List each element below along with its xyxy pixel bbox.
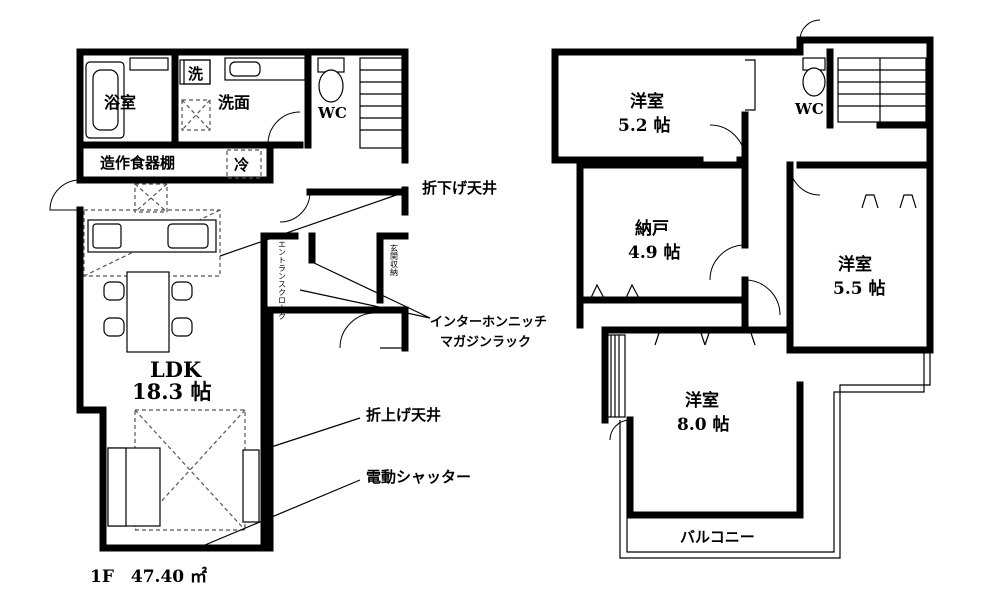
room-western1-name: 洋室 xyxy=(630,91,664,112)
room-bath-label: 浴室 xyxy=(104,93,136,112)
room-ldk-name: LDK xyxy=(150,357,202,382)
room-balcony-label: バルコニー xyxy=(680,528,755,546)
room-storage-name: 納戸 xyxy=(635,218,669,239)
callout-magazine-rack: マガジンラック xyxy=(440,335,531,350)
callout-folding-ceiling-up: 折上げ天井 xyxy=(366,406,441,424)
callout-intercom-niche: インターホンニッチ xyxy=(430,315,547,330)
floor-2-plan xyxy=(551,19,934,559)
room-western3-size: 8.0 帖 xyxy=(677,414,730,435)
room-washroom-label: 洗面 xyxy=(218,93,250,112)
room-western3-name: 洋室 xyxy=(685,390,719,411)
room-western2-size: 5.5 帖 xyxy=(833,278,886,299)
floor1-area-label: 1F 47.40 ㎡ xyxy=(90,566,207,587)
shelf-label: 造作食器棚 xyxy=(100,154,175,172)
shoe-storage-label: 玄関収納 xyxy=(390,243,399,277)
room-wc-1f-label: WC xyxy=(317,104,347,122)
room-western2-name: 洋室 xyxy=(838,254,872,275)
room-ldk-size: 18.3 帖 xyxy=(132,379,211,404)
room-wc-2f-label: WC xyxy=(794,100,824,118)
washer-icon: 洗 xyxy=(183,59,211,85)
washer-label: 洗 xyxy=(188,65,203,83)
floor-1-plan xyxy=(49,48,409,552)
callout-folding-ceiling-down: 折下げ天井 xyxy=(422,179,497,197)
callout-leaders xyxy=(204,191,431,546)
entrance-cloak-label: エントランスクローク xyxy=(278,240,287,320)
fridge-label: 冷 xyxy=(234,156,249,174)
room-western1-size: 5.2 帖 xyxy=(618,115,671,136)
callout-electric-shutter: 電動シャッター xyxy=(366,468,471,486)
room-storage-size: 4.9 帖 xyxy=(628,242,681,263)
